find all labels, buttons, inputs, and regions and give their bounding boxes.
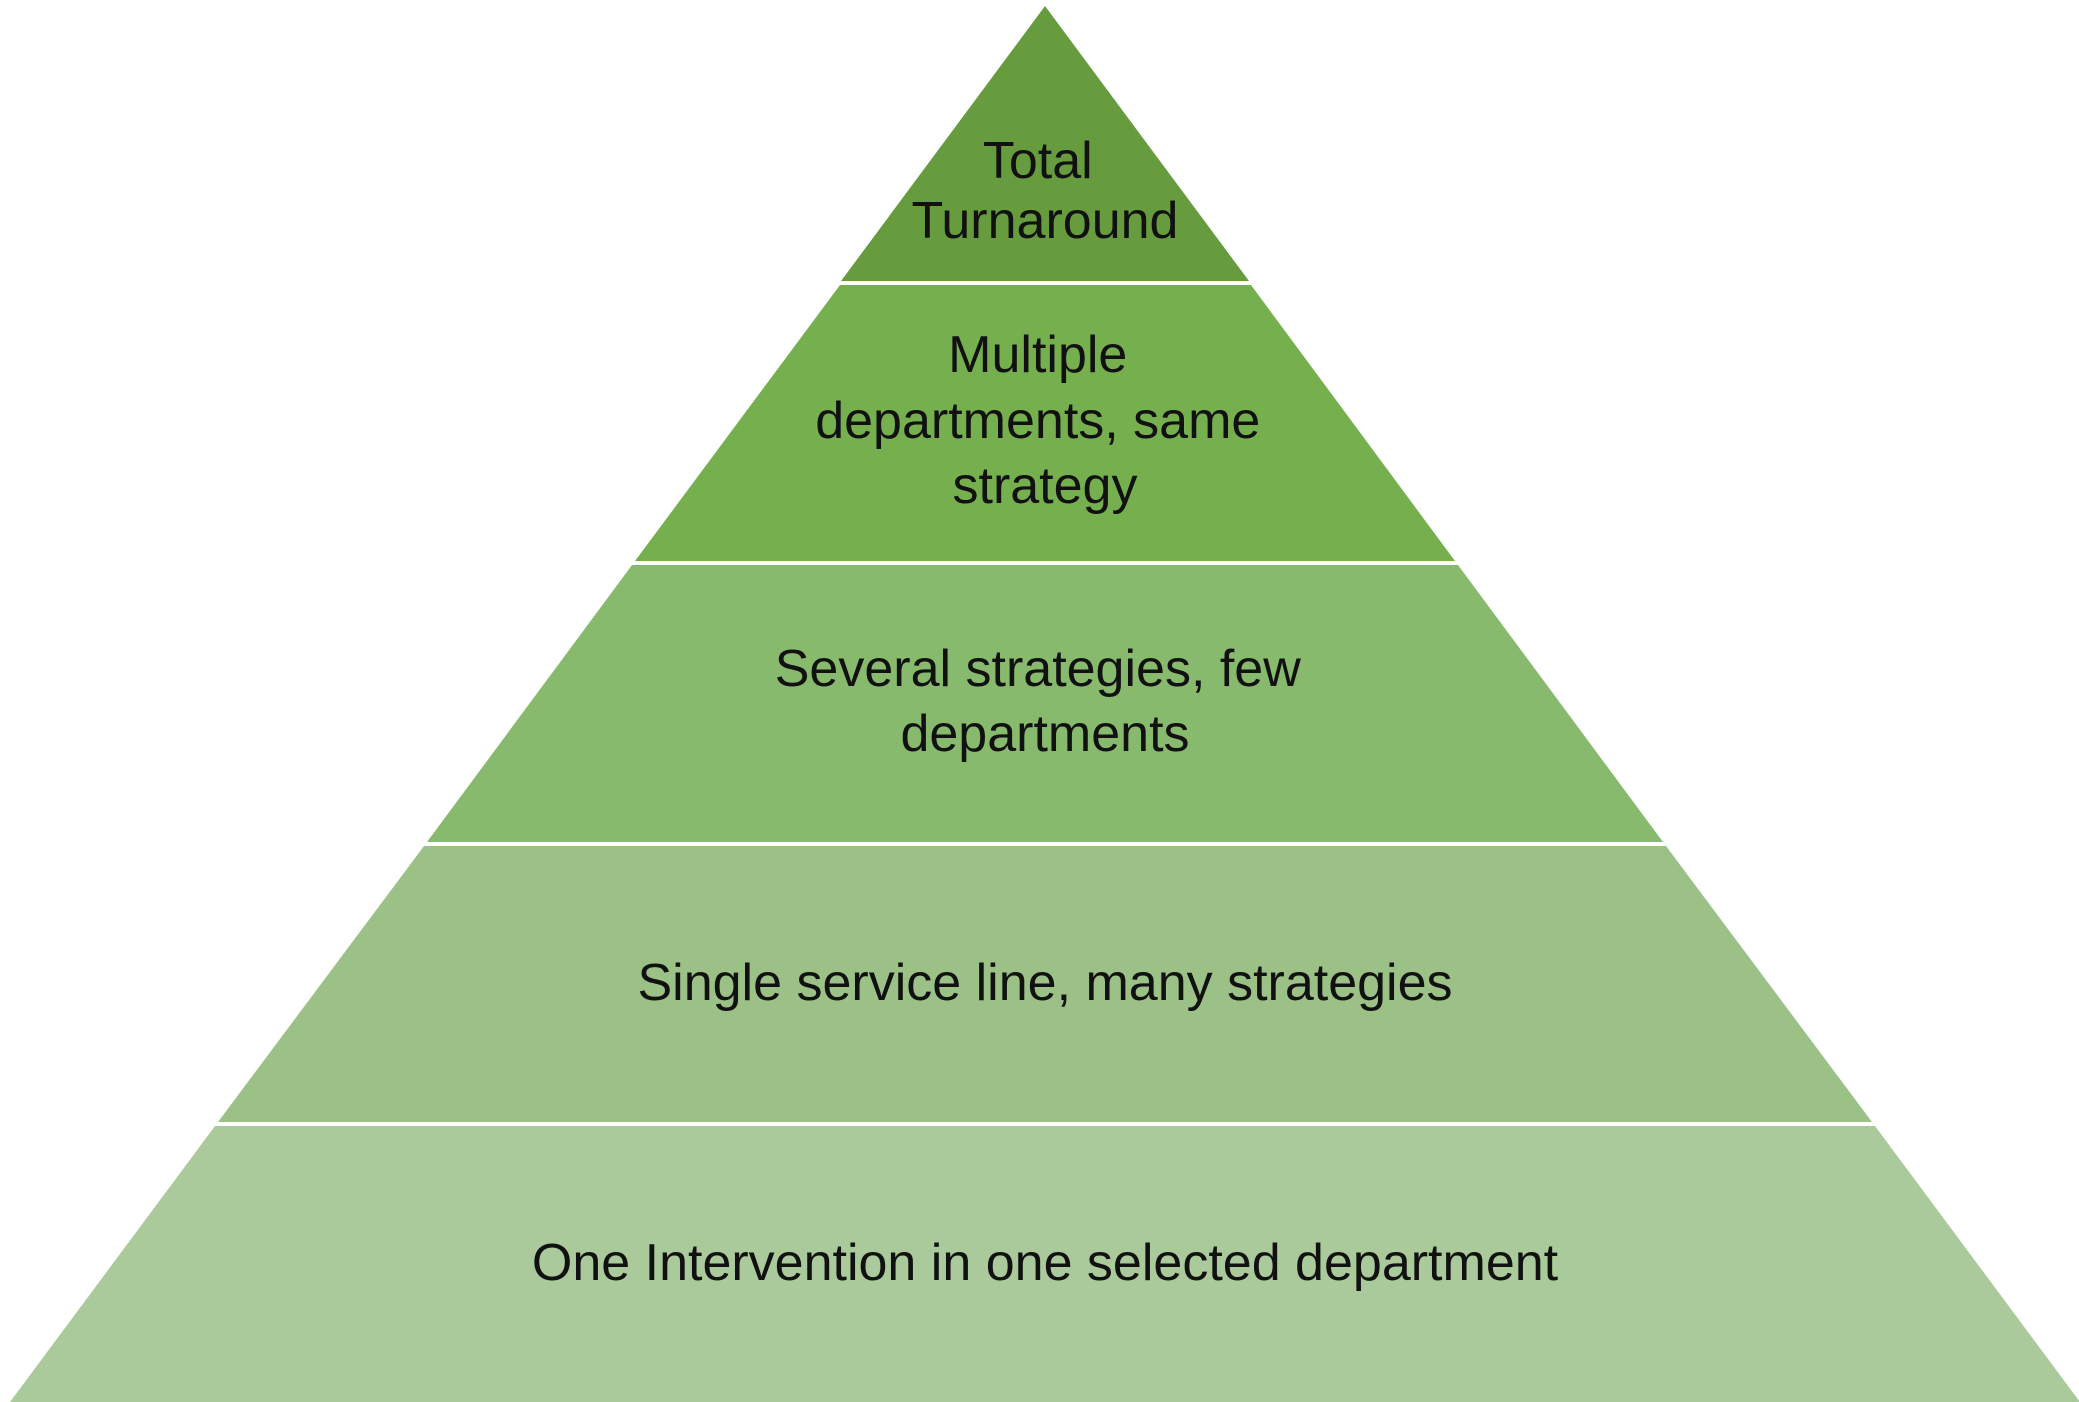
tier-label-line: Single service line, many strategies xyxy=(637,954,1452,1012)
tier-label-line: One Intervention in one selected departm… xyxy=(532,1234,1559,1292)
tier-label-line: Turnaround xyxy=(912,192,1179,250)
tier-label: Single service line, many strategies xyxy=(637,954,1452,1012)
tier-label-line: departments xyxy=(900,705,1189,763)
tier-label-line: Total xyxy=(983,132,1093,190)
tier-label: Several strategies, few departments xyxy=(775,640,1315,763)
pyramid-tier-total-turnaround: Total Turnaround xyxy=(841,6,1249,281)
tier-label-line: Several strategies, few xyxy=(775,640,1301,698)
tier-label-line: strategy xyxy=(953,457,1138,515)
tier-shape xyxy=(841,6,1249,281)
tier-label: One Intervention in one selected departm… xyxy=(532,1234,1559,1292)
tier-label: Total Turnaround xyxy=(912,132,1179,250)
pyramid-tier-one-intervention: One Intervention in one selected departm… xyxy=(10,1126,2079,1402)
tier-label-line: Multiple xyxy=(948,326,1127,384)
tier-shape xyxy=(635,285,1455,561)
tier-shape xyxy=(427,565,1663,842)
pyramid-tier-multiple-departments: Multiple departments, same strategy xyxy=(635,285,1455,561)
tier-shape xyxy=(10,1126,2079,1402)
pyramid-tier-several-strategies: Several strategies, few departments xyxy=(427,565,1663,842)
pyramid-tier-single-service-line: Single service line, many strategies xyxy=(218,846,1872,1122)
tier-shape xyxy=(218,846,1872,1122)
tier-label-line: departments, same xyxy=(815,392,1260,450)
tier-label: Multiple departments, same strategy xyxy=(815,326,1275,515)
